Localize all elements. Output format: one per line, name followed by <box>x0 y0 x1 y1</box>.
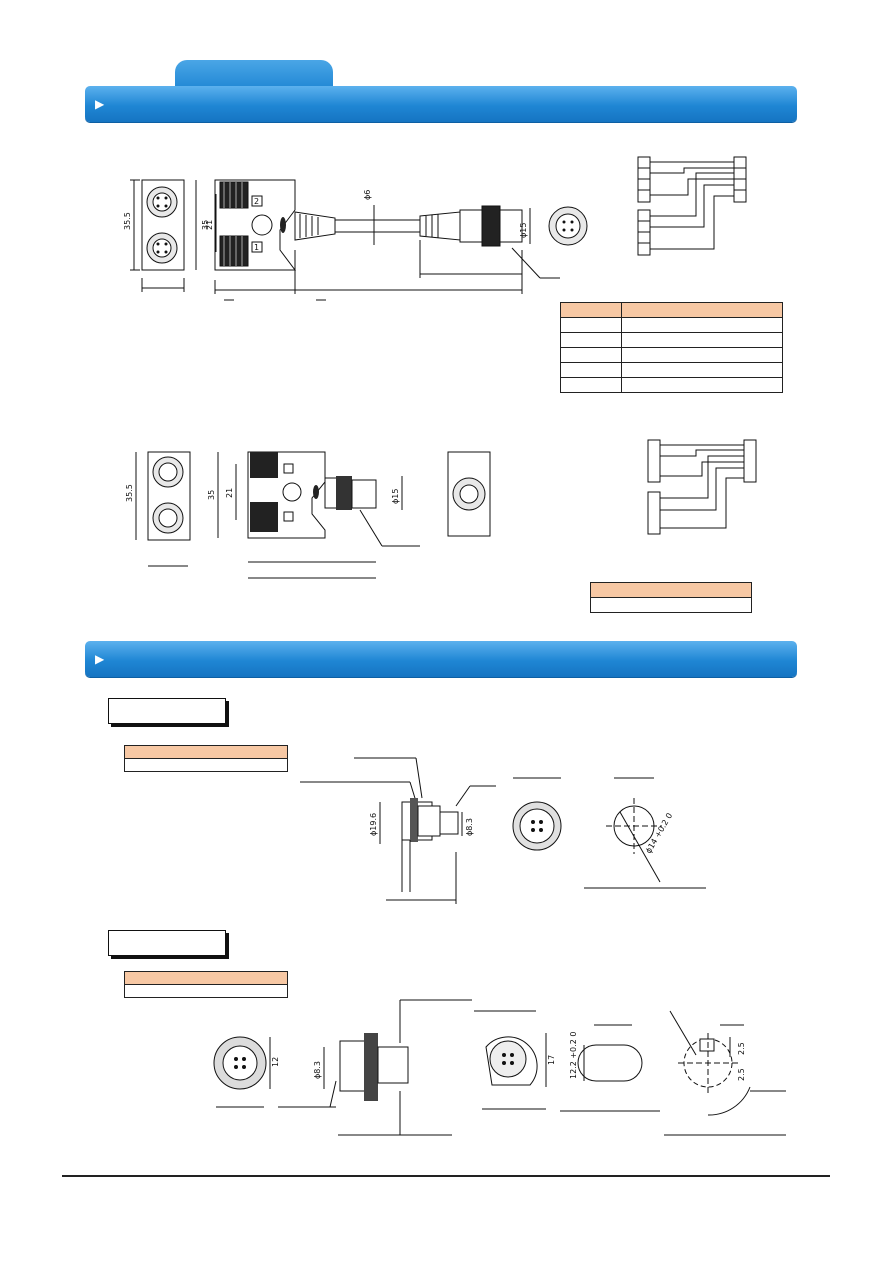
dim-phi15-label-top: ϕ15 <box>519 223 528 238</box>
table-row <box>560 332 783 348</box>
spec-table-1 <box>560 302 783 393</box>
y-splitter-cable-drawing: 35.5 2 1 35 21 ϕ6 ϕ15 <box>123 160 600 310</box>
dim-2-5-label-top: 2.5 <box>737 1042 746 1055</box>
port-1-label: 1 <box>254 243 259 252</box>
table-header-row <box>124 971 288 985</box>
table-header-row <box>124 745 288 759</box>
table-header-row <box>590 582 752 598</box>
dim-2-5-label-bottom: 2.5 <box>737 1068 746 1081</box>
small-table-b <box>124 971 288 998</box>
table-row <box>124 984 288 998</box>
subsection-box-1 <box>108 698 226 724</box>
dim-12-2-label: 12.2 +0.2 0 <box>569 1032 578 1079</box>
table-row <box>124 758 288 772</box>
dim-35-5-label-2: 35.5 <box>125 484 134 502</box>
dim-phi6-label: ϕ6 <box>363 190 372 200</box>
table-row <box>560 317 783 333</box>
port-2-label: 2 <box>254 197 259 206</box>
panel-receptacle-drawing-b: 12 ϕ8.3 17 12.2 +0.2 0 2.5 2.5 <box>200 995 800 1145</box>
dim-phi8-3-label-b: ϕ8.3 <box>313 1061 322 1079</box>
section-banner-2: ▶ <box>85 641 797 677</box>
play-arrow-icon: ▶ <box>95 97 105 111</box>
dim-35-label: 35 <box>201 220 210 230</box>
table-header-row <box>560 302 783 318</box>
header-tab <box>175 60 333 90</box>
small-table-a <box>124 745 288 772</box>
panel-receptacle-drawing-a: ϕ19.6 ϕ8.3 ϕ14 +0.2 0 <box>300 752 720 912</box>
play-arrow-icon: ▶ <box>95 652 105 666</box>
wiring-diagram-1 <box>636 152 756 262</box>
table-row <box>590 597 752 613</box>
wiring-diagram-2 <box>646 436 766 541</box>
dim-35-label-2: 35 <box>207 490 216 500</box>
footer-rule <box>62 1175 830 1177</box>
spec-table-2 <box>590 582 752 613</box>
section-banner-1: ▶ <box>85 86 797 122</box>
subsection-box-2 <box>108 930 226 956</box>
dim-21-label-2: 21 <box>225 488 234 498</box>
dim-phi8-3-label: ϕ8.3 <box>465 818 474 836</box>
dim-phi19-6-label: ϕ19.6 <box>369 813 378 836</box>
dim-35-5-label: 35.5 <box>123 212 132 230</box>
table-row <box>560 362 783 378</box>
dim-21-label: 21 <box>205 220 214 230</box>
y-splitter-direct-drawing: 35.5 35 21 ϕ15 <box>125 440 500 585</box>
dim-phi15-label-2: ϕ15 <box>391 489 400 504</box>
table-row <box>560 347 783 363</box>
dim-17-label: 17 <box>547 1055 556 1065</box>
dim-12-label: 12 <box>271 1057 280 1067</box>
table-row <box>560 377 783 393</box>
